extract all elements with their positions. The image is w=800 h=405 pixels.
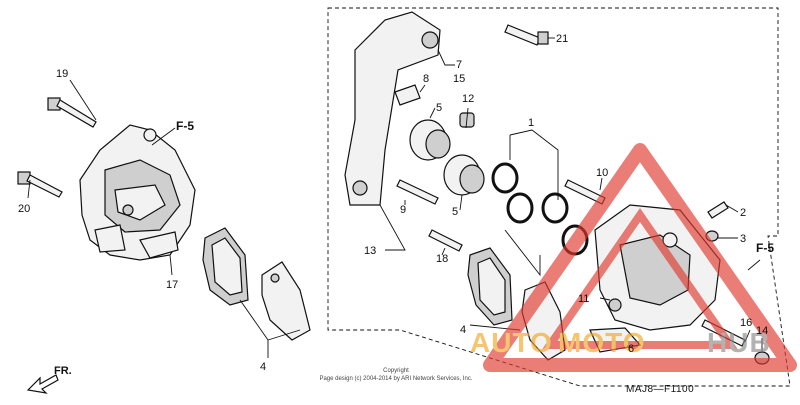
watermark-hub: HUB [707,327,771,358]
left-caliper-assembly[interactable] [79,124,196,261]
ref-f5-left[interactable]: F-5 [176,119,194,133]
callout-7[interactable]: 7 [456,59,462,71]
callout-9[interactable]: 9 [400,204,406,216]
ref-f5-right[interactable]: F-5 [756,241,774,255]
callout-19[interactable]: 19 [56,68,68,80]
callout-12[interactable]: 12 [462,93,474,105]
bolt-18[interactable] [428,229,463,252]
piston-lower[interactable] [443,154,485,196]
callout-15[interactable]: 15 [453,73,465,85]
brake-pad-left-a[interactable] [202,227,249,306]
callout-5-lower[interactable]: 5 [452,206,458,218]
callout-3[interactable]: 3 [740,233,746,245]
callout-10[interactable]: 10 [596,167,608,179]
front-label: FR. [54,365,72,377]
callout-13[interactable]: 13 [364,245,376,257]
brake-pad-right-a[interactable] [467,247,513,326]
pad-spring-8[interactable] [394,84,421,106]
callout-6[interactable]: 6 [628,343,634,355]
callout-20[interactable]: 20 [18,203,30,215]
watermark-auto: AUTO [470,327,553,358]
callout-5-upper[interactable]: 5 [436,102,442,114]
callout-21[interactable]: 21 [556,33,568,45]
callout-16[interactable]: 16 [740,317,752,329]
front-arrow-icon [26,374,59,394]
copyright-title: Copyright [383,368,409,374]
callout-11[interactable]: 11 [578,293,589,305]
watermark-moto: MOTO [558,327,645,358]
bolt-21[interactable] [504,24,549,46]
watermark-logo: AUTO MOTO HUB [470,143,797,372]
bolt-20[interactable] [17,171,63,198]
brake-pad-left-b[interactable] [261,261,311,341]
callout-1[interactable]: 1 [528,117,534,129]
assembly-outline [327,7,791,387]
piston-upper[interactable] [409,119,451,161]
callout-18[interactable]: 18 [436,253,448,265]
right-caliper-body[interactable] [594,204,721,331]
bolt-19[interactable] [47,97,97,128]
callout-8[interactable]: 8 [423,73,429,85]
diagram-code: MAJ8—F1100 [626,384,694,395]
caliper-bracket[interactable] [344,11,441,206]
pin-bolt-9[interactable] [396,179,439,205]
callout-2[interactable]: 2 [740,207,746,219]
copyright-text: Page design (c) 2004-2014 by ARI Network… [319,376,472,382]
callout-4-right[interactable]: 4 [460,324,466,336]
callout-17[interactable]: 17 [166,279,178,291]
callout-14[interactable]: 14 [756,325,768,337]
leader-lines [27,37,763,358]
callout-4-left[interactable]: 4 [260,361,266,373]
bleeder-valve-2[interactable] [707,201,729,219]
